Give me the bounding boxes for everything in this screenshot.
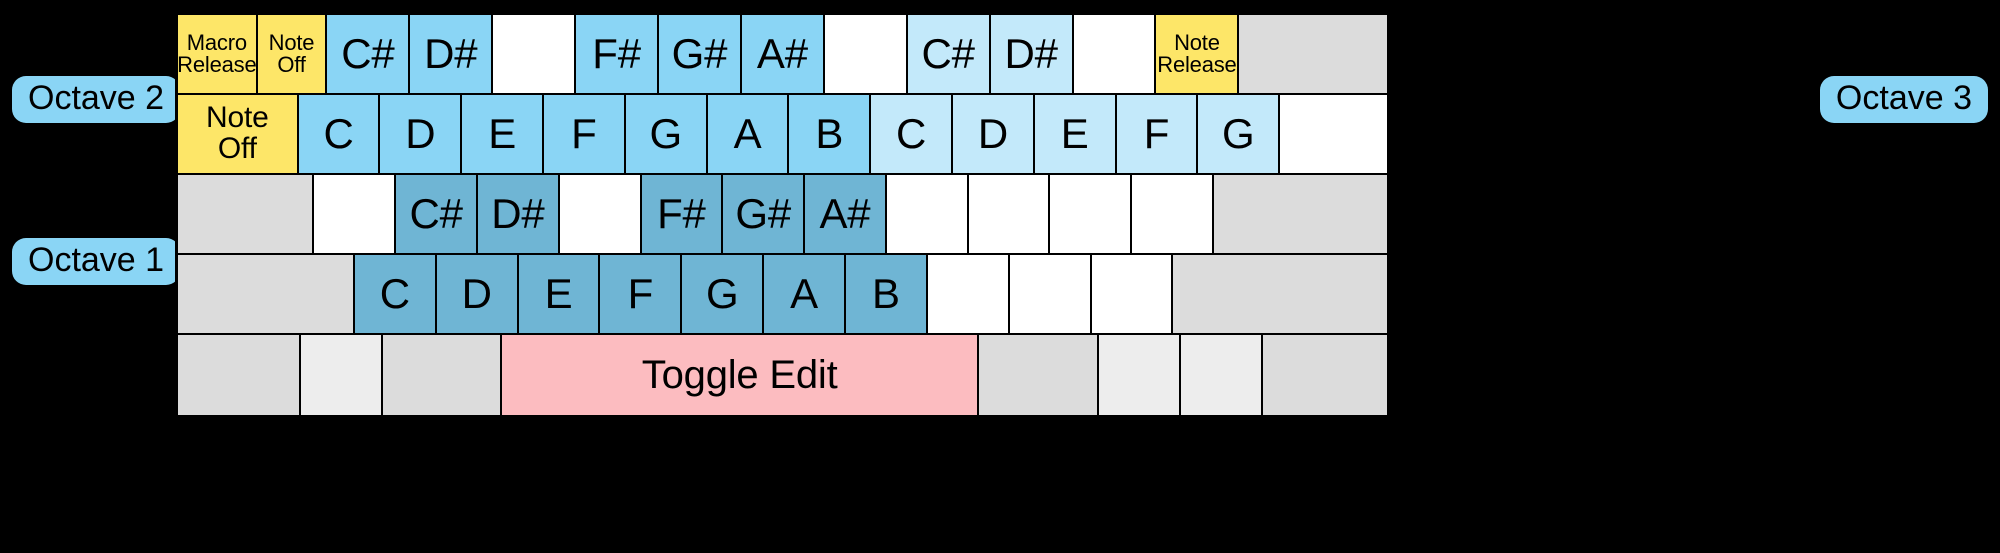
- key-gsharp[interactable]: G#: [723, 175, 806, 255]
- key-blank-zxcv-row-0: [178, 255, 355, 335]
- key-blank-zxcv-row-8: [927, 255, 1010, 335]
- key-b[interactable]: B: [789, 95, 872, 175]
- octave-label-3: Octave 3: [1819, 76, 1988, 123]
- key-note-off[interactable]: Note Off: [257, 15, 328, 95]
- key-fsharp[interactable]: F#: [576, 15, 660, 95]
- key-f[interactable]: F: [600, 255, 683, 335]
- key-dsharp[interactable]: D#: [990, 15, 1074, 95]
- key-asharp[interactable]: A#: [805, 175, 887, 255]
- key-blank-spacebar-row-5: [1098, 335, 1181, 415]
- key-csharp[interactable]: C#: [396, 175, 478, 255]
- key-c[interactable]: C: [354, 255, 437, 335]
- key-a[interactable]: A: [764, 255, 846, 335]
- key-g[interactable]: G: [682, 255, 765, 335]
- key-blank-asdf-row-11: [1132, 175, 1214, 255]
- key-toggle-edit[interactable]: Toggle Edit: [501, 335, 980, 415]
- key-blank-asdf-row-0: [178, 175, 315, 255]
- keyboard-row-spacebar-row: Toggle Edit: [178, 335, 1387, 415]
- key-note-off[interactable]: Note Off: [178, 95, 299, 175]
- key-f[interactable]: F: [544, 95, 626, 175]
- key-dsharp[interactable]: D#: [477, 175, 560, 255]
- octave-label-2: Octave 2: [12, 76, 181, 123]
- key-c[interactable]: C: [871, 95, 953, 175]
- key-blank-asdf-row-9: [968, 175, 1051, 255]
- key-blank-number-row-4: [493, 15, 577, 95]
- key-csharp[interactable]: C#: [327, 15, 411, 95]
- key-g[interactable]: G: [625, 95, 708, 175]
- key-asharp[interactable]: A#: [741, 15, 825, 95]
- key-blank-spacebar-row-7: [1262, 335, 1387, 415]
- key-e[interactable]: E: [518, 255, 601, 335]
- key-blank-asdf-row-8: [886, 175, 969, 255]
- key-c[interactable]: C: [298, 95, 381, 175]
- key-blank-asdf-row-12: [1213, 175, 1388, 255]
- key-d[interactable]: D: [436, 255, 519, 335]
- key-note-release[interactable]: Note Release: [1156, 15, 1240, 95]
- key-blank-spacebar-row-1: [300, 335, 383, 415]
- key-e[interactable]: E: [462, 95, 545, 175]
- key-blank-asdf-row-10: [1050, 175, 1133, 255]
- key-blank-spacebar-row-4: [979, 335, 1099, 415]
- key-d[interactable]: D: [953, 95, 1035, 175]
- octave-label-1: Octave 1: [12, 238, 181, 285]
- key-g[interactable]: G: [1198, 95, 1281, 175]
- key-blank-asdf-row-1: [314, 175, 397, 255]
- key-csharp[interactable]: C#: [907, 15, 991, 95]
- key-d[interactable]: D: [380, 95, 463, 175]
- key-blank-zxcv-row-10: [1091, 255, 1174, 335]
- key-blank-qwerty-row-13: [1280, 95, 1387, 175]
- key-b[interactable]: B: [846, 255, 928, 335]
- key-blank-spacebar-row-0: [178, 335, 301, 415]
- key-blank-asdf-row-4: [559, 175, 642, 255]
- keyboard-row-asdf-row: C#D# F#G#A#: [178, 175, 1388, 255]
- key-blank-number-row-13: [1239, 15, 1387, 95]
- key-f[interactable]: F: [1116, 95, 1199, 175]
- key-blank-number-row-8: [824, 15, 908, 95]
- key-blank-zxcv-row-11: [1173, 255, 1388, 335]
- key-blank-spacebar-row-6: [1180, 335, 1263, 415]
- key-blank-spacebar-row-2: [382, 335, 502, 415]
- key-blank-number-row-11: [1073, 15, 1157, 95]
- key-macro-release[interactable]: Macro Release: [178, 15, 258, 95]
- key-gsharp[interactable]: G#: [659, 15, 742, 95]
- key-e[interactable]: E: [1034, 95, 1117, 175]
- key-dsharp[interactable]: D#: [410, 15, 494, 95]
- key-a[interactable]: A: [707, 95, 790, 175]
- key-fsharp[interactable]: F#: [641, 175, 724, 255]
- key-blank-zxcv-row-9: [1009, 255, 1092, 335]
